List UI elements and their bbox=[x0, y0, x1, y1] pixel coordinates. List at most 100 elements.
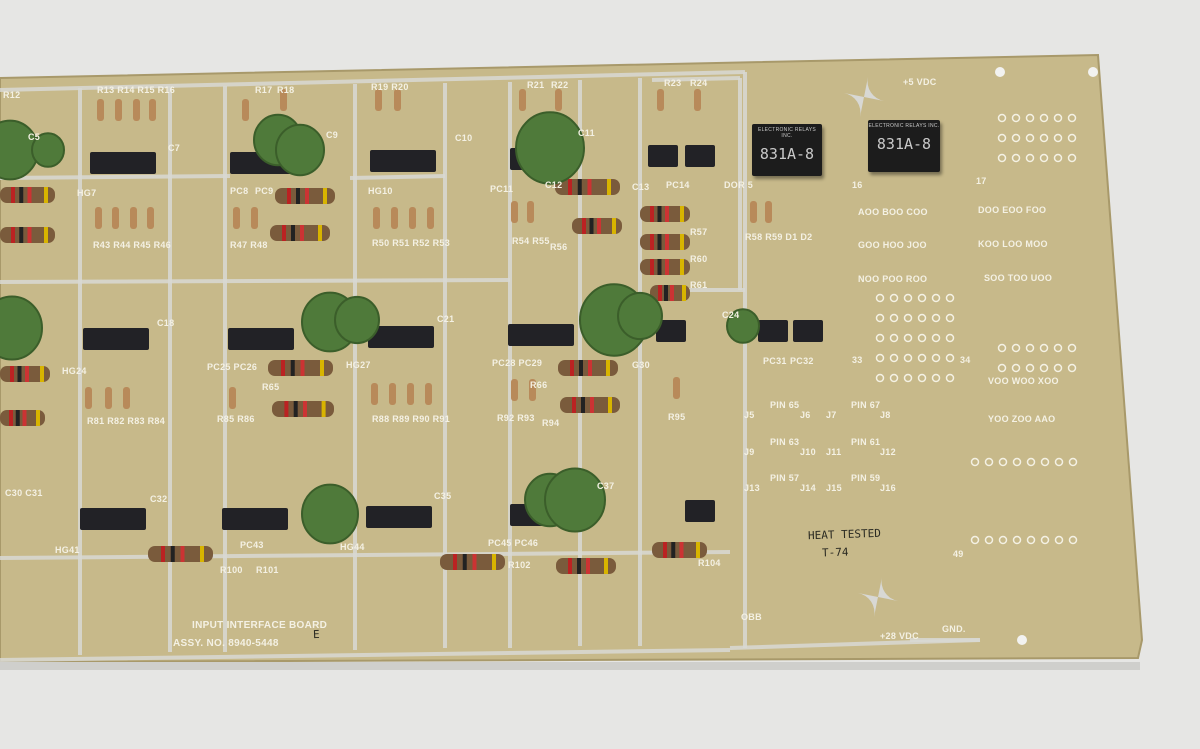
rivet-icon bbox=[878, 577, 898, 601]
silkscreen-label: J8 bbox=[880, 410, 891, 420]
resistor-band bbox=[597, 218, 601, 234]
small-resistor bbox=[233, 207, 240, 229]
small-resistor bbox=[115, 99, 122, 121]
silkscreen-label: R101 bbox=[256, 565, 279, 575]
board-edge-shadow bbox=[0, 662, 1140, 670]
silkscreen-label: PIN 57 bbox=[770, 473, 800, 483]
metal-trace bbox=[651, 76, 741, 82]
silkscreen-label: PC31 bbox=[763, 356, 787, 366]
resistor-band bbox=[579, 360, 583, 376]
silkscreen-label: G30 bbox=[632, 360, 650, 370]
solder-pad bbox=[1039, 363, 1049, 373]
ic-chip bbox=[793, 320, 823, 342]
mounting-hole bbox=[1017, 635, 1027, 645]
silkscreen-label: C5 bbox=[28, 132, 41, 142]
heat-tested-date: T-74 bbox=[821, 545, 849, 560]
resistor-band bbox=[665, 234, 669, 250]
silkscreen-label: R56 bbox=[550, 242, 568, 252]
plus28-label: +28 VDC bbox=[880, 631, 919, 641]
ic-chip bbox=[80, 508, 146, 530]
solder-pad bbox=[945, 313, 955, 323]
relay-brand: ELECTRONIC RELAYS INC. bbox=[757, 127, 817, 139]
resistor-band bbox=[665, 259, 669, 275]
solder-pad bbox=[997, 133, 1007, 143]
solder-pad bbox=[970, 457, 980, 467]
small-resistor bbox=[511, 379, 518, 401]
silkscreen-label: HG27 bbox=[346, 360, 371, 370]
silkscreen-label: J6 bbox=[800, 410, 811, 420]
silkscreen-label: C12 bbox=[545, 180, 563, 190]
small-resistor bbox=[750, 201, 757, 223]
ic-chip bbox=[90, 152, 156, 174]
resistor-band bbox=[679, 542, 684, 558]
solder-pad bbox=[889, 353, 899, 363]
resistor-band bbox=[650, 206, 654, 222]
small-resistor bbox=[394, 89, 401, 111]
resistor-band bbox=[671, 542, 676, 558]
rivet-icon bbox=[858, 593, 878, 617]
silkscreen-label: NOO POO ROO bbox=[858, 274, 928, 284]
resistor-band bbox=[291, 225, 295, 241]
silkscreen-label: YOO ZOO AAO bbox=[988, 414, 1056, 424]
silkscreen-label: OBB bbox=[741, 612, 762, 622]
ic-chip bbox=[758, 320, 788, 342]
metal-trace bbox=[0, 648, 731, 662]
silkscreen-label: J16 bbox=[880, 483, 896, 493]
resistor-band bbox=[296, 188, 300, 204]
silkscreen-label: PC9 bbox=[255, 186, 274, 196]
solder-pad bbox=[903, 293, 913, 303]
silkscreen-label: R17 bbox=[255, 85, 273, 95]
solder-pad bbox=[1067, 153, 1077, 163]
small-resistor bbox=[280, 89, 287, 111]
solder-pad bbox=[1053, 113, 1063, 123]
relay-brand: ELECTRONIC RELAYS INC. bbox=[868, 123, 940, 129]
silkscreen-label: R57 bbox=[690, 227, 708, 237]
silkscreen-label: C32 bbox=[150, 494, 168, 504]
solder-pad bbox=[903, 313, 913, 323]
silkscreen-label: R102 bbox=[508, 560, 531, 570]
silkscreen-label: PIN 65 bbox=[770, 400, 800, 410]
resistor-band bbox=[25, 366, 29, 382]
metal-trace bbox=[0, 70, 746, 92]
ceramic-capacitor bbox=[31, 132, 65, 168]
resistor-band bbox=[27, 227, 32, 243]
resistor-band bbox=[36, 410, 40, 426]
solder-pad bbox=[1053, 343, 1063, 353]
solder-pad bbox=[998, 457, 1008, 467]
ceramic-capacitor bbox=[0, 295, 43, 361]
revision-mark: E bbox=[312, 627, 320, 642]
ic-chip bbox=[370, 150, 436, 172]
resistor-band bbox=[323, 188, 327, 204]
silkscreen-label: DOR 5 bbox=[724, 180, 754, 190]
small-resistor bbox=[251, 207, 258, 229]
silkscreen-label: AOO BOO COO bbox=[858, 207, 928, 217]
resistor-band bbox=[664, 285, 668, 301]
silkscreen-label: KOO LOO MOO bbox=[978, 239, 1048, 249]
resistor-band bbox=[568, 179, 572, 195]
silkscreen-label: PIN 61 bbox=[851, 437, 881, 447]
resistor-band bbox=[663, 542, 667, 558]
resistor-band bbox=[589, 218, 594, 234]
resistor-band bbox=[587, 179, 592, 195]
solder-pad bbox=[875, 293, 885, 303]
small-resistor bbox=[391, 207, 398, 229]
solder-pad bbox=[1039, 133, 1049, 143]
silkscreen-label: J9 bbox=[744, 447, 755, 457]
resistor-band bbox=[472, 554, 477, 570]
ic-chip bbox=[508, 324, 574, 346]
silkscreen-label: R13 R14 R15 R16 bbox=[97, 85, 176, 95]
ground-label: GND. bbox=[942, 624, 966, 634]
small-resistor bbox=[694, 89, 701, 111]
small-resistor bbox=[371, 383, 378, 405]
silkscreen-label: PC11 bbox=[490, 184, 514, 194]
ic-chip bbox=[222, 508, 288, 530]
resistor-band bbox=[11, 227, 15, 243]
solder-pad bbox=[997, 113, 1007, 123]
resistor-band bbox=[44, 227, 48, 243]
silkscreen-label: R18 bbox=[277, 85, 295, 95]
solder-pad bbox=[1054, 457, 1064, 467]
ic-chip bbox=[366, 506, 432, 528]
resistor-band bbox=[650, 234, 654, 250]
resistor-band bbox=[10, 366, 14, 382]
